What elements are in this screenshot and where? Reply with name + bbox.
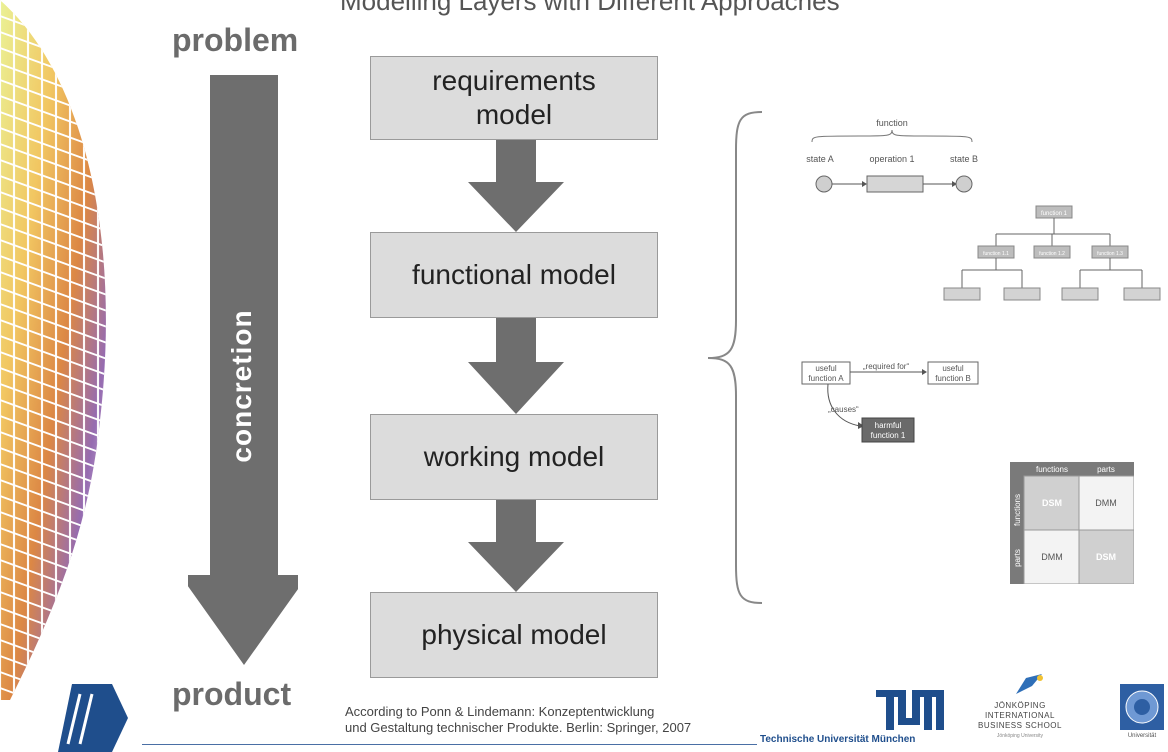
state-b-label: state B [950,154,978,164]
tree-root-label: function 1 [1041,211,1068,217]
functional-model-box: functional model [370,232,658,318]
curly-brace [707,111,763,604]
jibs-emblem-icon [1016,674,1043,694]
matrix-cell-2-1: DMM [1041,552,1063,562]
function-tree-diagram: function 1 function 1.1 function 1.2 fun… [943,205,1161,301]
jibs-logo-text: JÖNKÖPING INTERNATIONAL BUSINESS SCHOOL … [978,701,1062,739]
edge-causes-label: „causes“ [828,405,859,414]
matrix-cell-1-1: DSM [1042,498,1062,508]
edge-required-label: „required for“ [863,362,910,371]
university-seal-icon [1120,684,1164,730]
physical-model-box: physical model [370,592,658,678]
matrix-cell-2-2: DSM [1096,552,1116,562]
seal-caption: Universität [1127,733,1157,739]
concretion-arrow [188,75,298,665]
requirements-model-box: requirements model [370,56,658,140]
tum-logo [876,690,944,730]
dsm-dmm-matrix: functions parts functions parts DSM DMM … [1010,462,1135,589]
svg-text:function A: function A [808,374,844,383]
matrix-row-header-2: parts [1013,549,1022,567]
decorative-grid-art [0,0,106,700]
flow-arrow-3 [468,500,564,592]
flow-arrow-1 [468,140,564,232]
svg-text:useful: useful [942,364,964,373]
problem-label: problem [172,22,299,58]
matrix-col-header-1: functions [1036,465,1068,474]
tree-child-2-label: function 1.2 [1039,251,1065,257]
function-title: function [876,118,908,128]
svg-text:useful: useful [815,364,837,373]
citation: According to Ponn & Lindemann: Konzepten… [345,704,692,735]
tum-caption: Technische Universität München [760,734,916,745]
state-a-label: state A [806,154,834,164]
working-model-box: working model [370,414,658,500]
page-title: Modelling Layers with Different Approach… [340,0,840,16]
tree-child-3-label: function 1.3 [1097,251,1123,257]
matrix-cell-1-2: DMM [1095,498,1117,508]
svg-text:function 1: function 1 [871,431,906,440]
operation-label: operation 1 [869,154,914,164]
product-label: product [172,676,292,712]
institute-logo [58,684,128,752]
flow-arrow-2 [468,318,564,414]
footer-divider [142,744,757,745]
svg-text:harmful: harmful [875,421,902,430]
matrix-col-header-2: parts [1097,465,1115,474]
matrix-row-header-1: functions [1013,494,1022,526]
function-flow-diagram: function state A operation 1 state B [806,118,978,193]
function-relation-diagram: useful function A „required for“ useful … [801,361,979,443]
tree-child-1-label: function 1.1 [983,251,1009,257]
svg-text:function B: function B [935,374,971,383]
concretion-label: concretion [226,309,257,463]
